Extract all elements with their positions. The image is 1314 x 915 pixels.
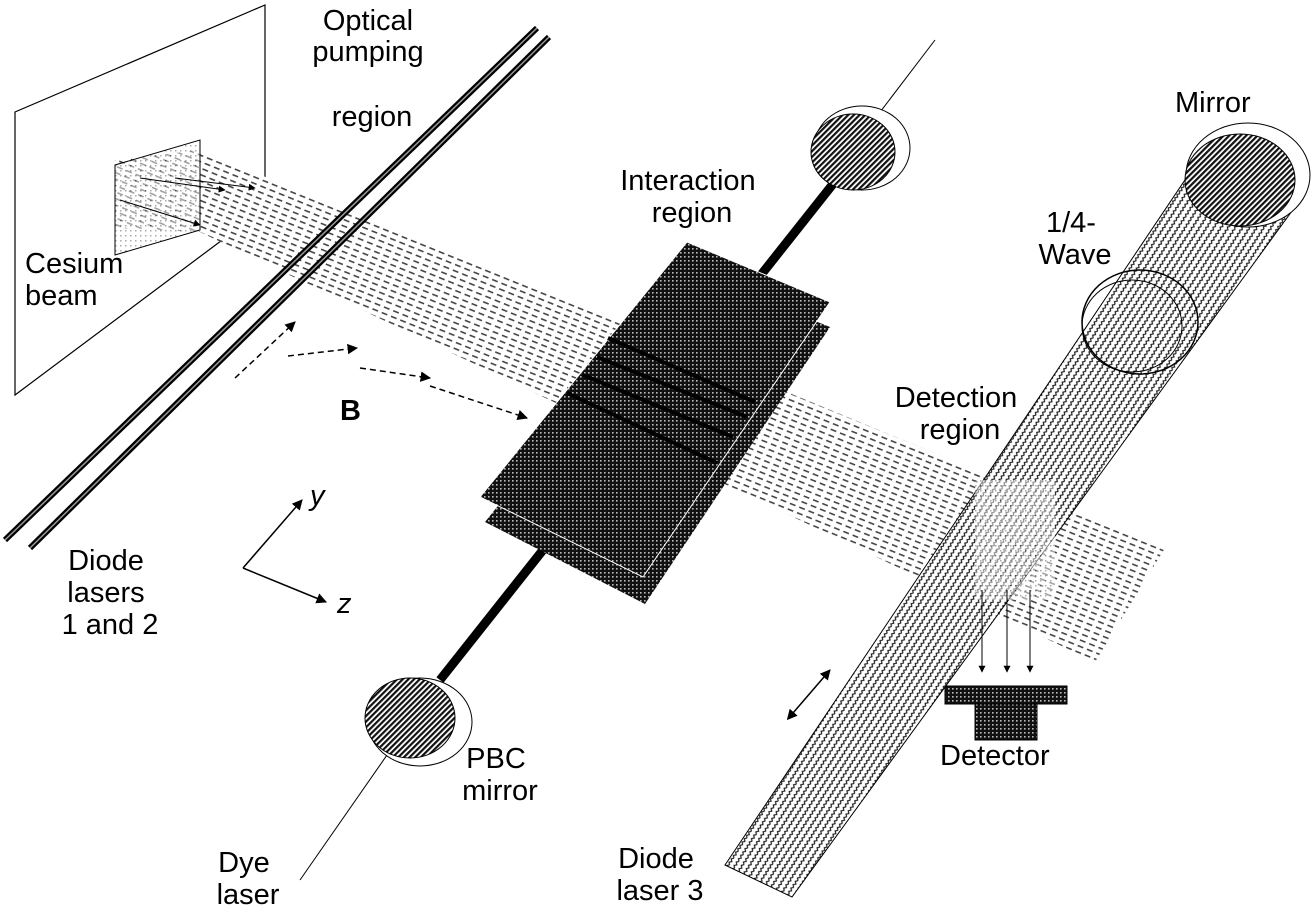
diode-laser-2-beam-inner xyxy=(29,36,550,549)
b-field-label: B xyxy=(340,395,361,427)
detector-top xyxy=(944,685,1068,705)
detector-body xyxy=(974,703,1038,741)
detector-label: Detector xyxy=(940,740,1050,772)
pbc-mirror xyxy=(364,677,456,759)
z-axis-arrow xyxy=(242,567,327,604)
top-mirror xyxy=(810,113,896,191)
diode-laser-1-beam-inner xyxy=(4,27,538,541)
interaction-region-label: Interaction region xyxy=(620,165,763,229)
pbc-mirror-label: PBC mirror xyxy=(462,743,538,807)
optical-pumping-label: Optical pumping region xyxy=(312,5,431,133)
cesium-beam-label: Cesium beam xyxy=(25,248,131,312)
beam-arrow xyxy=(174,177,256,191)
scan-double-arrow xyxy=(786,669,831,721)
z-axis-label: z xyxy=(336,588,352,620)
b-field-arrow xyxy=(234,321,296,379)
diode-laser-3-label: Diode laser 3 xyxy=(616,843,703,907)
mirror-label: Mirror xyxy=(1175,87,1251,119)
detection-overlap xyxy=(975,480,1055,600)
upper-field-plate xyxy=(479,241,831,578)
quarter-wave-plate-inner xyxy=(1081,279,1183,373)
y-axis-arrow xyxy=(242,499,303,569)
diode-lasers-1-2-label: Diode lasers 1 and 2 xyxy=(62,545,159,641)
y-axis-label: y xyxy=(308,480,326,512)
quarter-wave-label: 1/4- Wave xyxy=(1038,207,1111,271)
dye-laser-label: Dye laser xyxy=(217,847,280,911)
detection-region-label: Detection region xyxy=(895,382,1026,446)
b-field-arrow xyxy=(359,367,432,382)
b-field-arrow xyxy=(429,385,528,421)
beam-arrow xyxy=(139,177,226,193)
end-mirror xyxy=(1184,133,1296,227)
aperture-plate xyxy=(114,139,201,256)
b-field-arrow xyxy=(287,343,359,357)
plate-stripes xyxy=(566,336,756,465)
beam-arrow xyxy=(119,199,201,227)
